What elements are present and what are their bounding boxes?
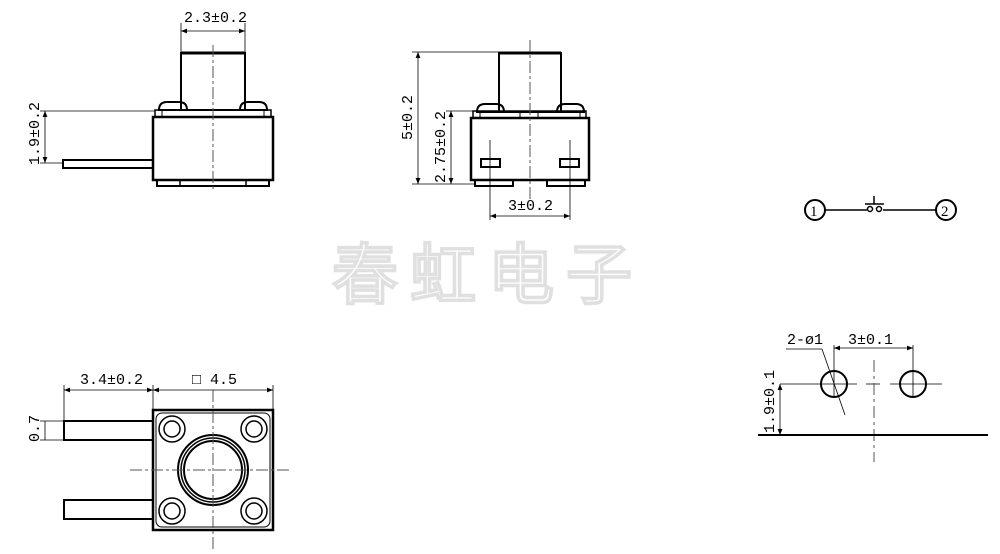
dim-hole-spec: 2-ø1 bbox=[787, 332, 823, 349]
watermark: 春虹电子 bbox=[332, 237, 644, 314]
lead-top bbox=[63, 420, 154, 441]
dim-lead-length: 3.4±0.2 bbox=[80, 372, 143, 389]
dim-total-height: 5±0.2 bbox=[400, 95, 417, 140]
nub-right bbox=[555, 103, 586, 113]
dim-hole-pitch: 3±0.1 bbox=[848, 332, 893, 349]
pcb-hole-layout bbox=[758, 345, 988, 462]
dim-stem-width: 2.3±0.2 bbox=[184, 10, 247, 27]
dim-hole-offset: 1.9±0.1 bbox=[762, 370, 779, 433]
nub-left bbox=[475, 103, 506, 113]
terminal-2-label: 2 bbox=[941, 204, 949, 220]
dim-body-height: 2.75±0.2 bbox=[433, 111, 450, 183]
dim-lead-width: 0.7 bbox=[27, 415, 44, 442]
dim-lead-height: 1.9±0.2 bbox=[27, 102, 44, 165]
terminal-1-label: 1 bbox=[810, 204, 818, 220]
dim-body-size: □ 4.5 bbox=[192, 372, 237, 389]
lead-slot-right bbox=[559, 158, 580, 168]
nub-right bbox=[238, 101, 269, 111]
lead-bottom bbox=[63, 499, 154, 520]
schematic-symbol bbox=[804, 196, 957, 221]
dim-lead-pitch: 3±0.2 bbox=[508, 198, 553, 215]
foot-left bbox=[474, 179, 514, 187]
nub-left bbox=[157, 101, 189, 111]
lead bbox=[62, 159, 154, 169]
top-view bbox=[40, 385, 292, 550]
lead-slot-left bbox=[480, 158, 501, 168]
side-view-left bbox=[40, 23, 275, 192]
foot-right bbox=[546, 179, 586, 187]
front-view bbox=[412, 40, 591, 220]
body bbox=[151, 115, 275, 182]
